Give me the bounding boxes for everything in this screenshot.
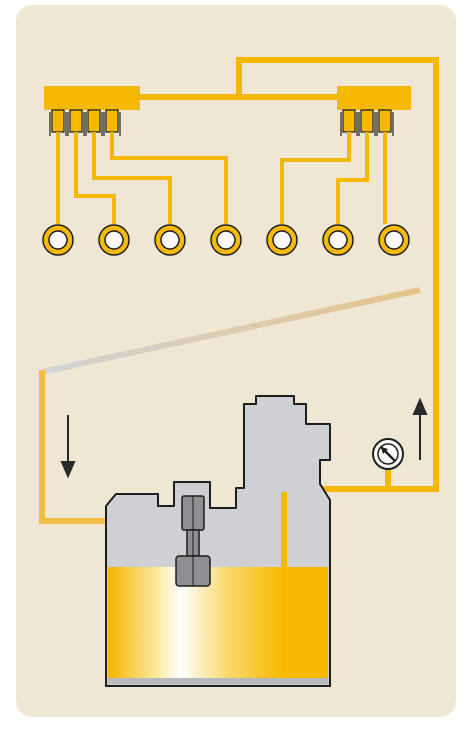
pressure-gauge-icon [372, 438, 404, 470]
distributor-manifold-icon [337, 86, 411, 110]
lubrication-point [154, 224, 186, 256]
lubrication-points [42, 224, 410, 256]
lubrication-point [42, 224, 74, 256]
lubrication-point [378, 224, 410, 256]
supply-flow-arrow [412, 397, 428, 460]
distributor-right [337, 86, 411, 136]
oil-level [108, 567, 328, 684]
return-flow-arrow [60, 415, 76, 479]
lubrication-point [210, 224, 242, 256]
return-collector [41, 287, 421, 375]
distributor-manifold-icon [44, 86, 140, 110]
distributor-left [44, 86, 140, 136]
feed-lines [56, 132, 387, 224]
oil-reservoir-icon [105, 395, 331, 687]
lubrication-point [266, 224, 298, 256]
drop-lines [56, 256, 396, 360]
lubrication-point [98, 224, 130, 256]
lubrication-point [322, 224, 354, 256]
